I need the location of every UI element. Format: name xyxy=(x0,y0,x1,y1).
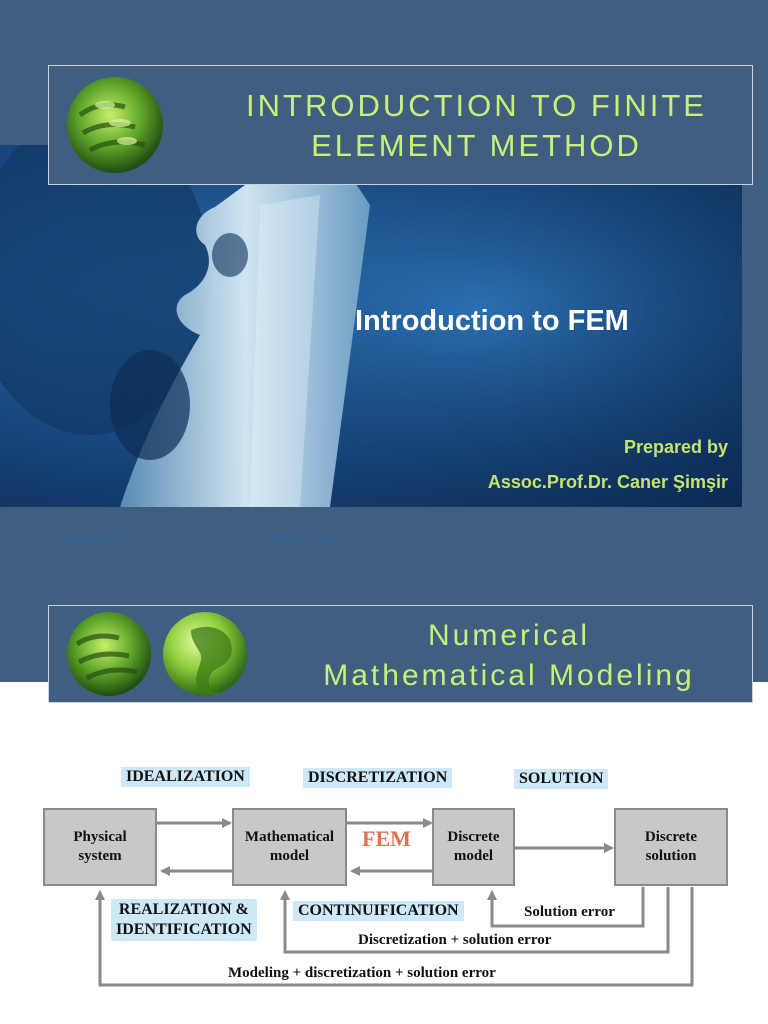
slide-title-line-2: Mathematical Modeling xyxy=(323,659,695,692)
box-label-line-2: model xyxy=(269,848,310,864)
footer-course: METU 501 xyxy=(272,530,339,546)
physical-system-box: Physical system xyxy=(43,808,157,886)
modeling-error-label: Modeling + discretization + solution err… xyxy=(228,965,496,982)
slide-title: INTRODUCTION TO FINITE ELEMENT METHOD xyxy=(246,88,707,163)
discrete-model-box: Discrete model xyxy=(432,808,515,886)
mathematical-model-box: Mathematical model xyxy=(232,808,347,886)
box-label-line-1: Discrete xyxy=(447,829,500,845)
discretization-error-label: Discretization + solution error xyxy=(358,932,552,949)
author-name: Assoc.Prof.Dr. Caner Şimşir xyxy=(487,472,728,492)
prepared-by-label: Prepared by xyxy=(623,437,728,457)
continuification-label: CONTINUIFICATION xyxy=(293,901,464,921)
realization-identification-label: REALIZATION & IDENTIFICATION xyxy=(111,899,257,941)
green-gear-tooth-icon xyxy=(163,612,247,696)
green-gear-icon xyxy=(67,77,163,173)
solution-label: SOLUTION xyxy=(514,769,609,789)
title-box: Numerical Mathematical Modeling xyxy=(48,605,753,703)
slide-1: Introduction to FEM Prepared by Assoc.Pr… xyxy=(0,0,768,590)
box-label-line-2: system xyxy=(78,848,122,864)
diagram-arrows xyxy=(95,818,694,987)
fem-label: FEM xyxy=(362,826,411,851)
box-label-line-1: Physical xyxy=(73,829,127,845)
idealization-label: IDEALIZATION xyxy=(121,767,250,787)
gear-photo: Introduction to FEM Prepared by Assoc.Pr… xyxy=(0,145,742,507)
box-label-line-1: Discrete xyxy=(644,829,698,845)
box-label-line-2: model xyxy=(453,848,494,864)
discretization-label: DISCRETIZATION xyxy=(303,768,453,788)
box-label-line-1: Mathematical xyxy=(244,829,335,845)
realization-line-2: IDENTIFICATION xyxy=(116,921,252,938)
slide-subtitle: Introduction to FEM xyxy=(355,305,629,337)
box-label-line-2: solution xyxy=(645,848,697,864)
solution-error-label: Solution error xyxy=(524,904,615,921)
discrete-solution-box: Discrete solution xyxy=(614,808,728,886)
footer-date: 4/4/2020 xyxy=(66,530,121,546)
title-box: INTRODUCTION TO FINITE ELEMENT METHOD xyxy=(48,65,753,185)
green-gear-icon xyxy=(67,612,151,696)
slide-2: Numerical Mathematical Modeling xyxy=(0,590,768,1024)
modeling-diagram: IDEALIZATION DISCRETIZATION SOLUTION Phy… xyxy=(0,590,768,1024)
gear-icon xyxy=(0,145,742,507)
realization-line-1: REALIZATION & xyxy=(118,901,249,918)
slide-title: Numerical Mathematical Modeling xyxy=(279,616,739,696)
slide-title-line-1: Numerical xyxy=(427,619,591,652)
